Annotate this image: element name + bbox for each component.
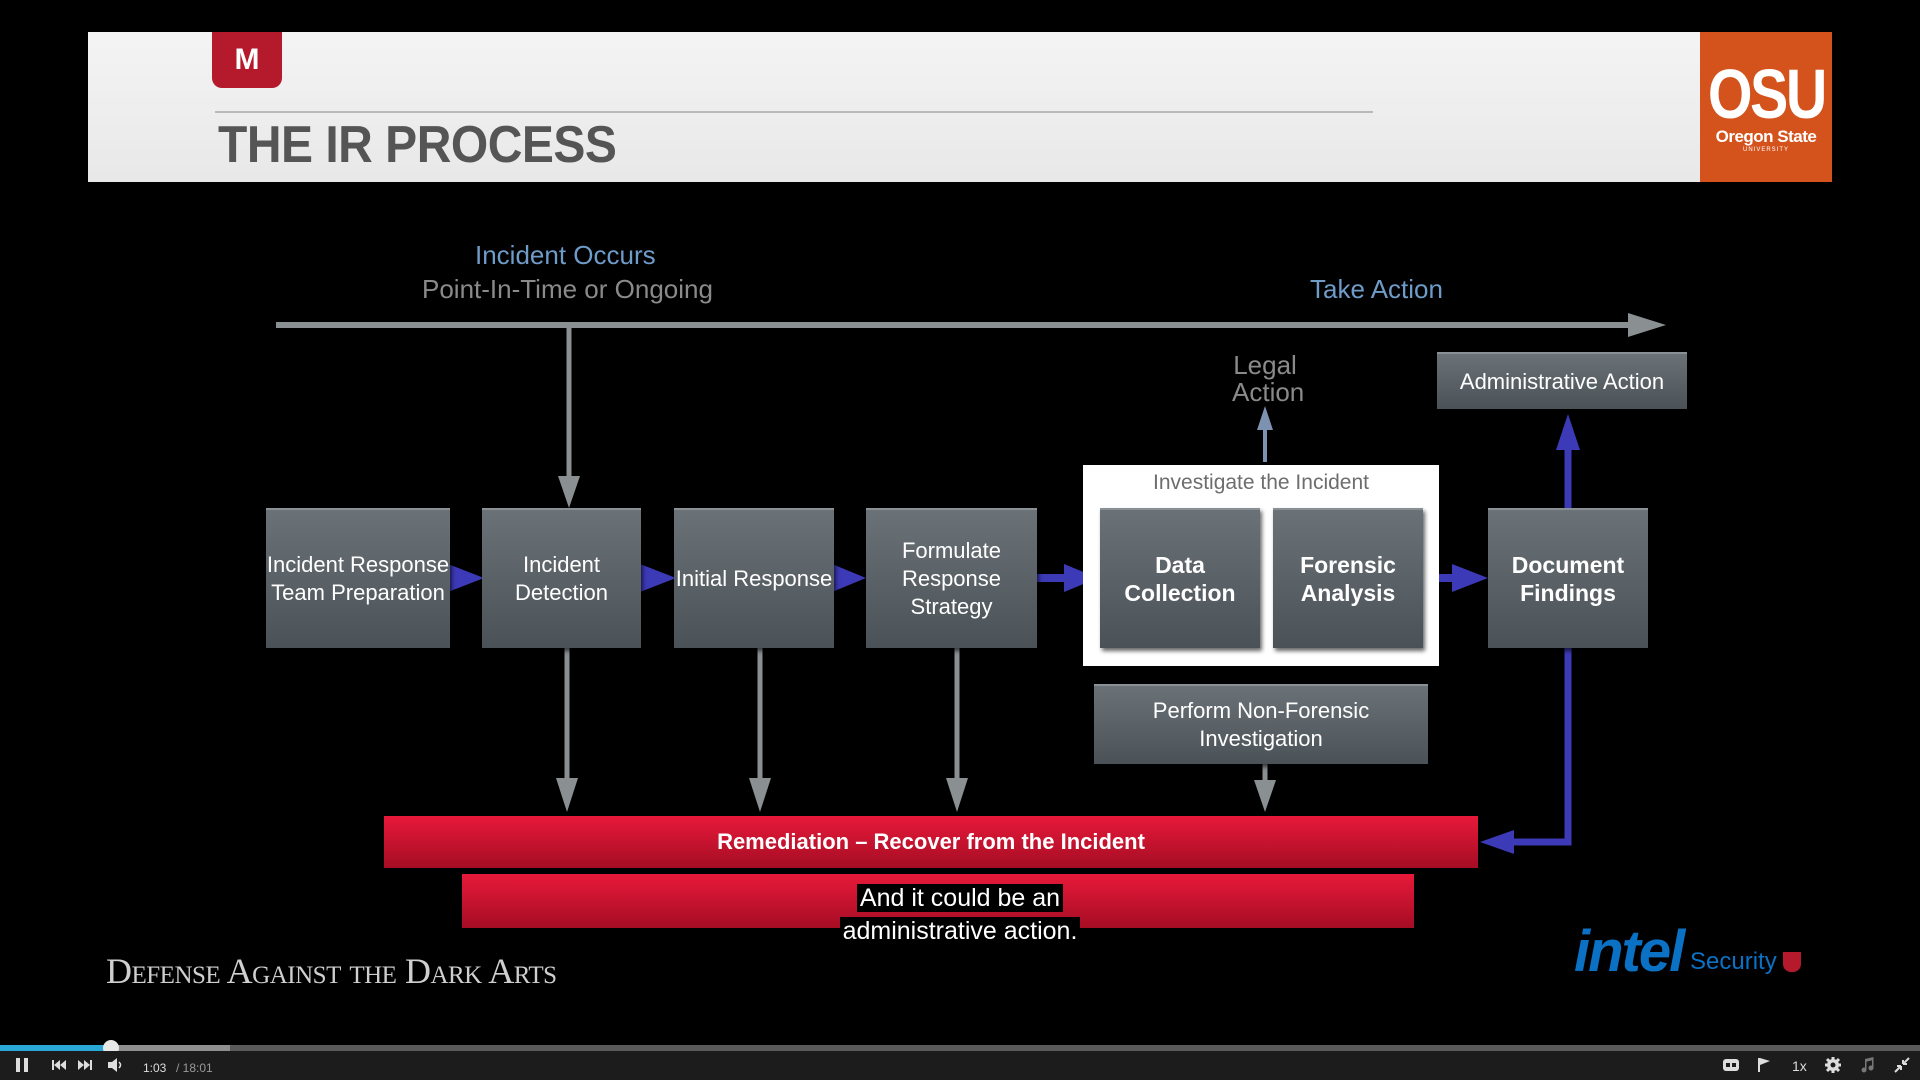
administrative-action-box: Administrative Action (1437, 352, 1687, 409)
caption-subtitle: And it could be an administrative action… (760, 882, 1160, 948)
progress-played (0, 1045, 111, 1051)
header-divider (215, 111, 1373, 113)
timeline-arrowhead (1628, 313, 1666, 337)
point-in-time-label: Point-In-Time or Ongoing (422, 274, 713, 304)
data-collection-box: Data Collection (1100, 508, 1260, 648)
playback-speed[interactable]: 1x (1792, 1058, 1807, 1074)
investigate-label: Investigate the Incident (1153, 471, 1369, 494)
osu-logo-subtext: Oregon State (1715, 127, 1817, 147)
intel-logo: intel (1574, 919, 1685, 984)
incident-detection-box: Incident Detection (482, 508, 641, 648)
osu-logo: OSU Oregon State UNIVERSITY (1700, 32, 1832, 182)
slide-header (88, 32, 1832, 182)
skip-back-icon[interactable] (50, 1056, 68, 1080)
fullscreen-exit-icon[interactable] (1893, 1056, 1911, 1080)
settings-icon[interactable] (1824, 1056, 1842, 1080)
non-forensic-box: Perform Non-Forensic Investigation (1094, 684, 1428, 764)
progress-bar[interactable] (0, 1045, 1920, 1051)
take-action-label: Take Action (1310, 274, 1443, 304)
intel-shield-icon (1783, 952, 1801, 972)
pause-icon[interactable] (14, 1056, 30, 1080)
initial-response-box: Initial Response (674, 508, 834, 648)
course-title: Defense Against the Dark Arts (106, 951, 557, 991)
total-time: / 18:01 (176, 1061, 213, 1075)
document-findings-box: Document Findings (1488, 508, 1648, 648)
flag-icon[interactable] (1756, 1056, 1772, 1080)
osu-logo-university: UNIVERSITY (1742, 147, 1789, 154)
incident-occurs-label: Incident Occurs (475, 240, 656, 270)
caption-line1: And it could be an (856, 884, 1064, 912)
caption-line2: administrative action. (839, 917, 1081, 945)
current-time: 1:03 (143, 1061, 167, 1075)
formulate-strategy-box: Formulate Response Strategy (866, 508, 1037, 648)
player-controls (0, 1051, 1920, 1080)
remediation-bar: Remediation – Recover from the Incident (384, 816, 1478, 868)
legal-action-line1: Legal (1233, 350, 1297, 380)
mcafee-shield-logo: M (212, 32, 282, 88)
skip-forward-icon[interactable] (76, 1056, 94, 1080)
legal-action-label: Legal Action (1232, 350, 1305, 407)
osu-logo-text: OSU (1707, 54, 1826, 133)
forensic-analysis-box: Forensic Analysis (1273, 508, 1423, 648)
music-icon[interactable] (1860, 1056, 1876, 1080)
volume-icon[interactable] (106, 1056, 126, 1080)
captions-icon[interactable] (1722, 1056, 1740, 1080)
legal-action-line2: Action (1232, 377, 1305, 407)
slide-title: THE IR PROCESS (218, 116, 617, 175)
intel-security-text: Security (1690, 948, 1777, 975)
mcafee-letter: M (234, 43, 260, 76)
irt-preparation-box: Incident Response Team Preparation (266, 508, 450, 648)
